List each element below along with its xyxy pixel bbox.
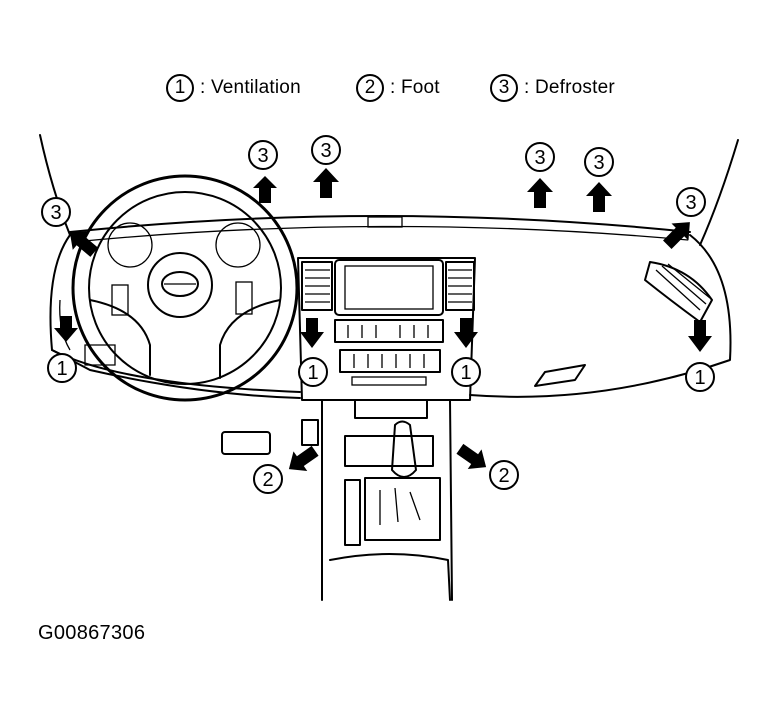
ventilation-arrow-4: [688, 320, 712, 352]
hood-release: [221, 431, 271, 455]
svg-text:1: 1: [56, 358, 67, 380]
audio-buttons: [347, 325, 429, 338]
navigation-display: [344, 265, 434, 310]
brand-emblem-icon: [161, 271, 199, 297]
foot-arrow-right: [456, 443, 487, 469]
parking-brake: [344, 479, 361, 546]
left-wheel-switches: [111, 284, 129, 316]
center-defrost-grille: [367, 216, 403, 228]
speedometer-gauge: [215, 222, 261, 268]
right-a-pillar: [699, 139, 739, 246]
callout-defroster-1: 3: [248, 140, 278, 170]
defroster-arrow-right: [663, 222, 690, 249]
center-left-vent: [301, 261, 333, 311]
tachometer-gauge: [107, 222, 153, 268]
right-wheel-switches: [235, 281, 253, 315]
climate-controls: [339, 349, 441, 373]
svg-text:1: 1: [307, 362, 318, 384]
svg-text:3: 3: [257, 145, 268, 167]
svg-text:1: 1: [460, 362, 471, 384]
navigation-screen: [334, 259, 444, 316]
center-right-vent: [445, 261, 475, 311]
shift-knob: [391, 420, 417, 478]
ventilation-arrow-3: [454, 318, 478, 348]
callout-defroster-2: 3: [311, 135, 341, 165]
legend-item-ventilation: 1 : Ventilation: [166, 74, 301, 102]
console-right-edge: [449, 399, 453, 601]
steering-wheel-rim: [71, 174, 299, 402]
legend-label-foot: : Foot: [390, 77, 440, 98]
legend-number-1: 1: [166, 74, 194, 102]
dashboard-left-base: [51, 349, 301, 399]
center-stack-outline: [297, 257, 476, 401]
left-foot-duct: [301, 419, 319, 446]
steering-spoke-left: [89, 299, 151, 376]
legend-number-2: 2: [356, 74, 384, 102]
callout-defroster-right: 3: [676, 187, 706, 217]
svg-text:3: 3: [320, 140, 331, 162]
svg-text:3: 3: [593, 152, 604, 174]
figure-id: G00867306: [38, 622, 146, 644]
left-a-pillar: [39, 134, 71, 236]
center-right-vent-louvers: [448, 269, 472, 303]
cd-slot: [351, 376, 427, 386]
callout-ventilation-4: 1: [685, 362, 715, 392]
steering-hub: [147, 252, 213, 318]
left-dash-switches: [84, 344, 116, 366]
svg-text:3: 3: [534, 147, 545, 169]
defroster-arrow-left: [69, 231, 99, 257]
svg-text:1: 1: [694, 367, 705, 389]
svg-text:2: 2: [498, 465, 509, 487]
defroster-arrow-4: [586, 182, 612, 212]
callout-defroster-left: 3: [41, 197, 71, 227]
callout-ventilation-1: 1: [47, 353, 77, 383]
defroster-arrow-1: [253, 176, 277, 203]
cupholder: [344, 435, 434, 467]
legend-item-foot: 2 : Foot: [356, 74, 440, 102]
console-storage: [354, 399, 428, 419]
shift-pattern: [379, 487, 421, 525]
svg-text:2: 2: [262, 469, 273, 491]
foot-arrow-left: [288, 445, 319, 471]
steering-spoke-right: [219, 299, 281, 379]
legend-item-defroster: 3 : Defroster: [490, 74, 615, 102]
armrest: [329, 553, 451, 601]
center-left-vent-louvers: [305, 269, 330, 303]
callout-foot-left: 2: [253, 464, 283, 494]
dashboard-top-edge: [69, 215, 691, 233]
callout-ventilation-3: 1: [451, 357, 481, 387]
right-vent-louvers: [655, 263, 711, 311]
legend-label-ventilation: : Ventilation: [200, 77, 301, 98]
ventilation-arrow-2: [300, 318, 324, 348]
audio-controls: [334, 319, 444, 343]
ventilation-arrow-1: [54, 316, 78, 342]
glove-box-handle: [534, 364, 586, 387]
climate-buttons: [353, 354, 425, 368]
callout-defroster-4: 3: [584, 147, 614, 177]
callout-ventilation-2: 1: [298, 357, 328, 387]
defroster-arrow-2: [313, 168, 339, 198]
steering-wheel-inner: [88, 191, 282, 385]
shift-gate: [364, 477, 441, 541]
callout-foot-right: 2: [489, 460, 519, 490]
legend: 1 : Ventilation 2 : Foot 3 : Defroster: [0, 74, 775, 108]
legend-label-defroster: : Defroster: [524, 77, 615, 98]
callout-defroster-3: 3: [525, 142, 555, 172]
svg-text:3: 3: [685, 192, 696, 214]
legend-number-3: 3: [490, 74, 518, 102]
dashboard-top-inner: [73, 225, 689, 243]
defroster-arrow-3: [527, 178, 553, 208]
svg-text:3: 3: [50, 202, 61, 224]
